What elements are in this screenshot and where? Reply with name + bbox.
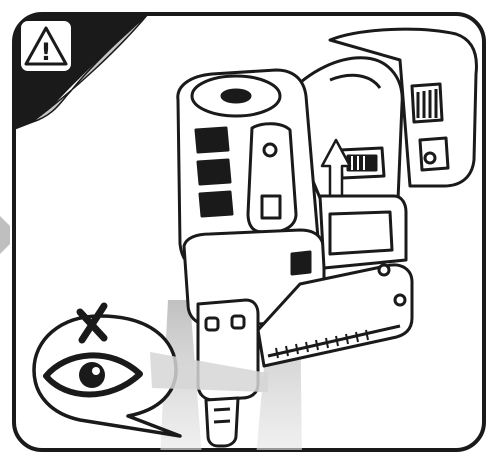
eye-icon xyxy=(43,352,143,398)
left-edge-tab xyxy=(0,216,10,254)
warning-triangle-icon: ! xyxy=(19,19,73,73)
warning-symbol: ! xyxy=(41,38,52,66)
battery-pack xyxy=(328,27,478,188)
tool-body xyxy=(176,68,320,274)
tool-magazine xyxy=(182,194,414,368)
tool-handle xyxy=(284,56,404,224)
x-mark-icon xyxy=(76,302,108,344)
